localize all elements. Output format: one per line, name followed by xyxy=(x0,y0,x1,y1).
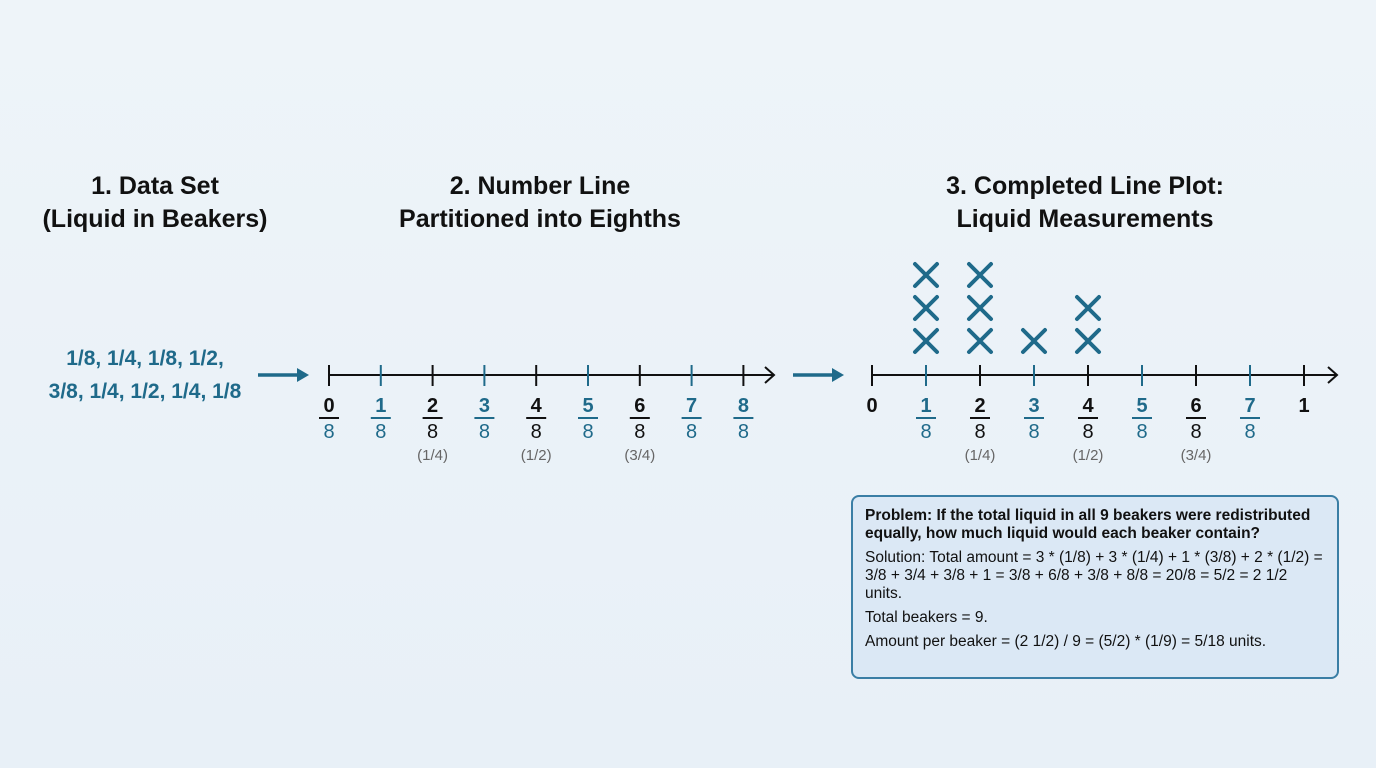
tick-numerator: 6 xyxy=(1190,395,1201,417)
line-plot-title: 3. Completed Line Plot: Liquid Measureme… xyxy=(880,170,1290,236)
values-line: 3/8, 1/4, 1/2, 1/4, 1/8 xyxy=(48,380,242,403)
tick-denominator: 8 xyxy=(1244,421,1255,443)
x-mark xyxy=(967,295,993,321)
line-plot-end-label: 1 xyxy=(1298,395,1309,417)
x-mark xyxy=(913,295,939,321)
tick-equivalent: (3/4) xyxy=(624,447,655,464)
tick-numerator: 1 xyxy=(375,395,386,417)
line-plot-start-label: 0 xyxy=(866,395,877,417)
tick-equivalent: (1/2) xyxy=(1073,447,1104,464)
tick-denominator: 8 xyxy=(375,421,386,443)
tick-denominator: 8 xyxy=(920,421,931,443)
tick-denominator: 8 xyxy=(582,421,593,443)
tick-denominator: 8 xyxy=(738,421,749,443)
title-line: Liquid Measurements xyxy=(956,205,1214,233)
tick-numerator: 1 xyxy=(920,395,931,417)
tick-numerator: 4 xyxy=(531,395,543,417)
tick-numerator: 8 xyxy=(738,395,749,417)
title-line: (Liquid in Beakers) xyxy=(42,205,268,233)
x-mark xyxy=(1021,328,1047,354)
x-mark xyxy=(913,262,939,288)
tick-numerator: 7 xyxy=(686,395,697,417)
title-line: 2. Number Line xyxy=(449,172,631,200)
tick-numerator: 3 xyxy=(479,395,490,417)
tick-equivalent: (1/2) xyxy=(521,447,552,464)
title-line: 3. Completed Line Plot: xyxy=(946,172,1224,200)
tick-numerator: 2 xyxy=(427,395,438,417)
values-line: 1/8, 1/4, 1/8, 1/2, xyxy=(66,347,224,370)
tick-numerator: 5 xyxy=(582,395,593,417)
problem-question: Problem: If the total liquid in all 9 be… xyxy=(865,507,1311,542)
tick-denominator: 8 xyxy=(686,421,697,443)
x-mark xyxy=(967,262,993,288)
tick-equivalent: (1/4) xyxy=(417,447,448,464)
tick-numerator: 5 xyxy=(1136,395,1147,417)
x-mark xyxy=(1075,295,1101,321)
tick-denominator: 8 xyxy=(1082,421,1093,443)
problem-per-beaker: Amount per beaker = (2 1/2) / 9 = (5/2) … xyxy=(865,633,1267,650)
tick-denominator: 8 xyxy=(974,421,985,443)
tick-denominator: 8 xyxy=(634,421,645,443)
x-mark xyxy=(913,328,939,354)
line-plot-axis-arrowhead xyxy=(1327,366,1339,384)
tick-denominator: 8 xyxy=(1190,421,1201,443)
tick-denominator: 8 xyxy=(427,421,438,443)
data-set-values: 1/8, 1/4, 1/8, 1/2, 3/8, 1/4, 1/2, 1/4, … xyxy=(20,342,270,408)
tick-denominator: 8 xyxy=(1136,421,1147,443)
title-line: 1. Data Set xyxy=(91,172,219,200)
x-mark xyxy=(1075,328,1101,354)
tick-equivalent: (3/4) xyxy=(1181,447,1212,464)
problem-box: Problem: If the total liquid in all 9 be… xyxy=(851,495,1339,679)
x-mark xyxy=(967,328,993,354)
data-set-title: 1. Data Set (Liquid in Beakers) xyxy=(0,170,310,236)
tick-denominator: 8 xyxy=(323,421,334,443)
tick-numerator: 4 xyxy=(1082,395,1094,417)
title-line: Partitioned into Eighths xyxy=(399,205,681,233)
tick-numerator: 6 xyxy=(634,395,645,417)
arrow-1-head xyxy=(297,368,309,382)
tick-denominator: 8 xyxy=(1028,421,1039,443)
tick-denominator: 8 xyxy=(479,421,490,443)
tick-numerator: 3 xyxy=(1028,395,1039,417)
tick-numerator: 2 xyxy=(974,395,985,417)
tick-denominator: 8 xyxy=(531,421,542,443)
number-line-axis-arrowhead xyxy=(764,366,776,384)
tick-equivalent: (1/4) xyxy=(965,447,996,464)
problem-total-beakers: Total beakers = 9. xyxy=(865,609,988,626)
problem-solution: Solution: Total amount = 3 * (1/8) + 3 *… xyxy=(865,549,1323,602)
tick-numerator: 0 xyxy=(323,395,334,417)
tick-numerator: 7 xyxy=(1244,395,1255,417)
number-line-title: 2. Number Line Partitioned into Eighths xyxy=(340,170,740,236)
arrow-2-head xyxy=(832,368,844,382)
